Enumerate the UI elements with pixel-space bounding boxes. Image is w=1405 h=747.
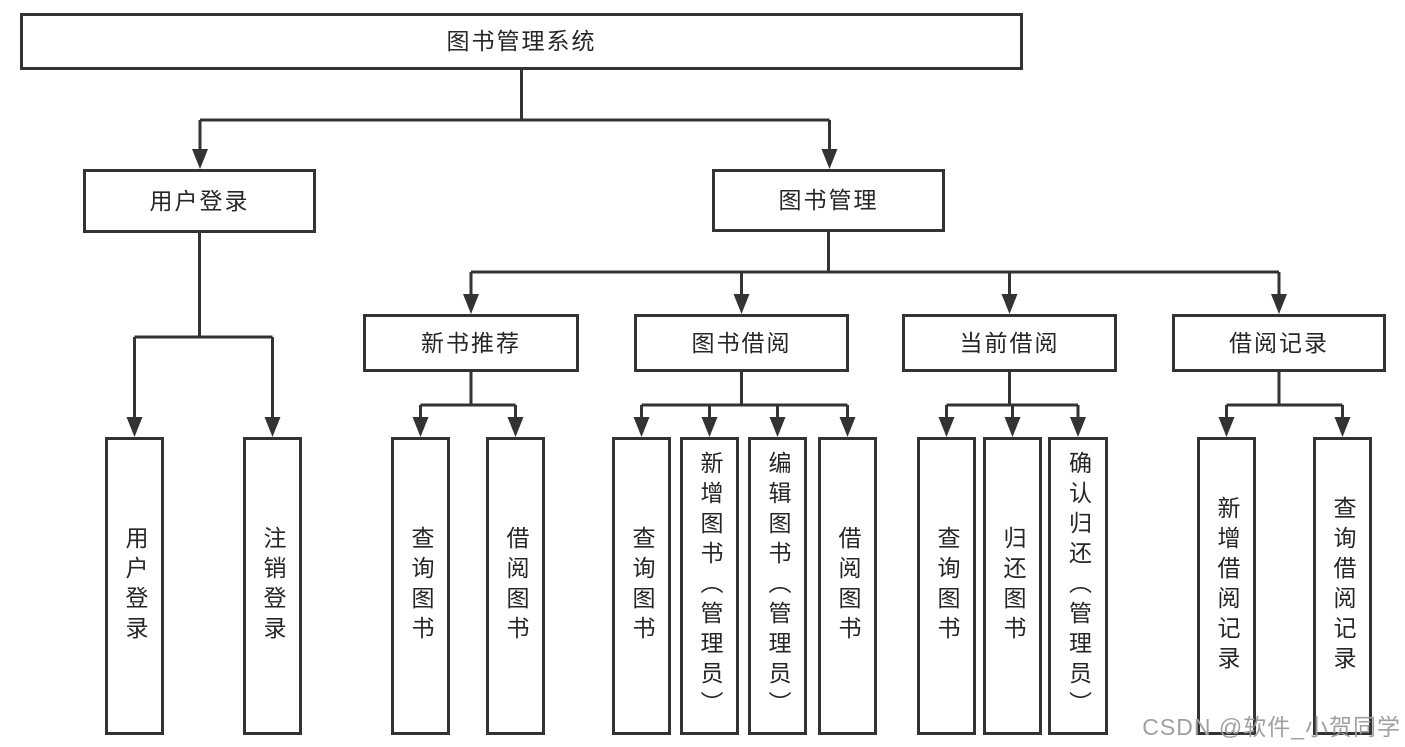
node-book-borrowing: 图书借阅 — [634, 314, 849, 372]
leaf-current-confirm-return-admin: 确认归还（管理员） — [1048, 437, 1108, 735]
leaf-borrowing-borrow-books: 借阅图书 — [818, 437, 877, 735]
leaf-current-return-books: 归还图书 — [983, 437, 1042, 735]
leaf-records-query-record: 查询借阅记录 — [1313, 437, 1372, 735]
leaf-borrowing-edit-books-admin: 编辑图书（管理员） — [748, 437, 807, 735]
leaf-borrowing-query-books: 查询图书 — [612, 437, 671, 735]
leaf-user-login: 用户登录 — [105, 437, 164, 735]
csdn-watermark: CSDN @软件_小贺同学 — [1142, 714, 1401, 740]
leaf-newbooks-query-books: 查询图书 — [391, 437, 450, 735]
leaf-logout: 注销登录 — [243, 437, 302, 735]
leaf-current-query-books: 查询图书 — [917, 437, 976, 735]
node-current-borrowing: 当前借阅 — [902, 314, 1117, 372]
leaf-records-add-record: 新增借阅记录 — [1197, 437, 1256, 735]
leaf-newbooks-borrow-books: 借阅图书 — [486, 437, 545, 735]
node-library-system: 图书管理系统 — [20, 13, 1023, 70]
node-new-book-recommend: 新书推荐 — [363, 314, 579, 372]
connector-lines — [133, 70, 1344, 421]
node-borrowing-records: 借阅记录 — [1172, 314, 1386, 372]
node-book-management: 图书管理 — [712, 169, 945, 232]
leaf-borrowing-add-books-admin: 新增图书（管理员） — [680, 437, 739, 735]
node-user-login: 用户登录 — [83, 169, 316, 233]
arrowheads — [126, 149, 1351, 437]
